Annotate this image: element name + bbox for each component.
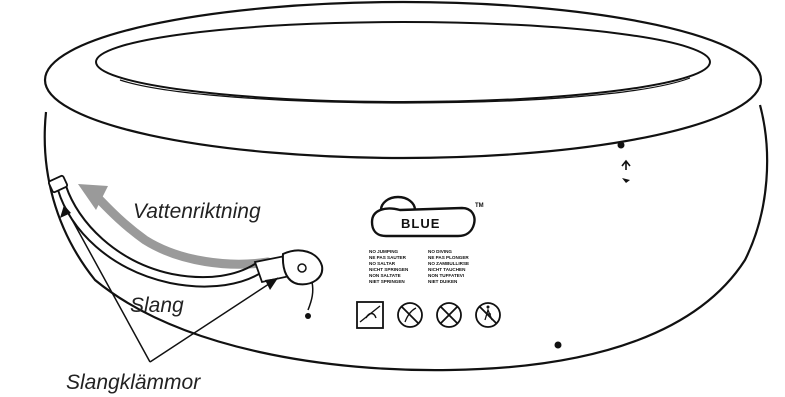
ring-inner [95, 21, 711, 103]
warning-block-right: NO DIVING NE PAS PLONGER NO ZAMBULLIRSE … [428, 249, 469, 285]
water-direction-arrow [91, 191, 273, 269]
warning-line: NICHT SPRINGEN [369, 267, 409, 272]
pool-depth-icon [356, 301, 384, 329]
warning-line: NON SALTATE [369, 273, 401, 278]
drain-arrow-icon [621, 159, 631, 183]
brand-logo [370, 195, 476, 238]
no-diving-icon [397, 302, 423, 328]
warning-block-left: NO JUMPING NE PAS SAUTER NO SALTAR NICHT… [369, 249, 408, 285]
pool-wall [43, 104, 769, 372]
warning-line: NIET DUIKEN [428, 279, 458, 284]
ring-inner-lip [119, 77, 691, 104]
clamp-pointer-arrows [60, 204, 279, 363]
warning-line: NE PAS PLONGER [428, 255, 469, 260]
warning-line: NO SALTAR [369, 261, 396, 266]
hose-label: Slang [130, 294, 184, 317]
water-direction-arrowhead [78, 184, 108, 210]
warning-line: NO ZAMBULLIRSE [428, 261, 470, 266]
valve-dot-lower [554, 341, 562, 349]
logo-trademark: TM [475, 203, 484, 209]
hose [47, 174, 324, 319]
no-jumping-icon [475, 302, 501, 328]
logo-text: BLUE [401, 216, 441, 231]
warning-line: NE PAS SAUTER [369, 255, 406, 260]
warning-line: NO JUMPING [369, 249, 399, 254]
warning-line: NIET SPRINGEN [369, 279, 405, 284]
no-entry-icon [436, 302, 462, 328]
warning-line: NICHT TAUCHEN [428, 267, 466, 272]
water-direction-label: Vattenriktning [133, 200, 261, 223]
hose-clamps-label: Slangklämmor [66, 371, 201, 394]
warning-line: NO DIVING [428, 249, 452, 254]
valve-dot-upper [617, 141, 625, 149]
warning-line: NON TUFFATEVI [428, 273, 465, 278]
